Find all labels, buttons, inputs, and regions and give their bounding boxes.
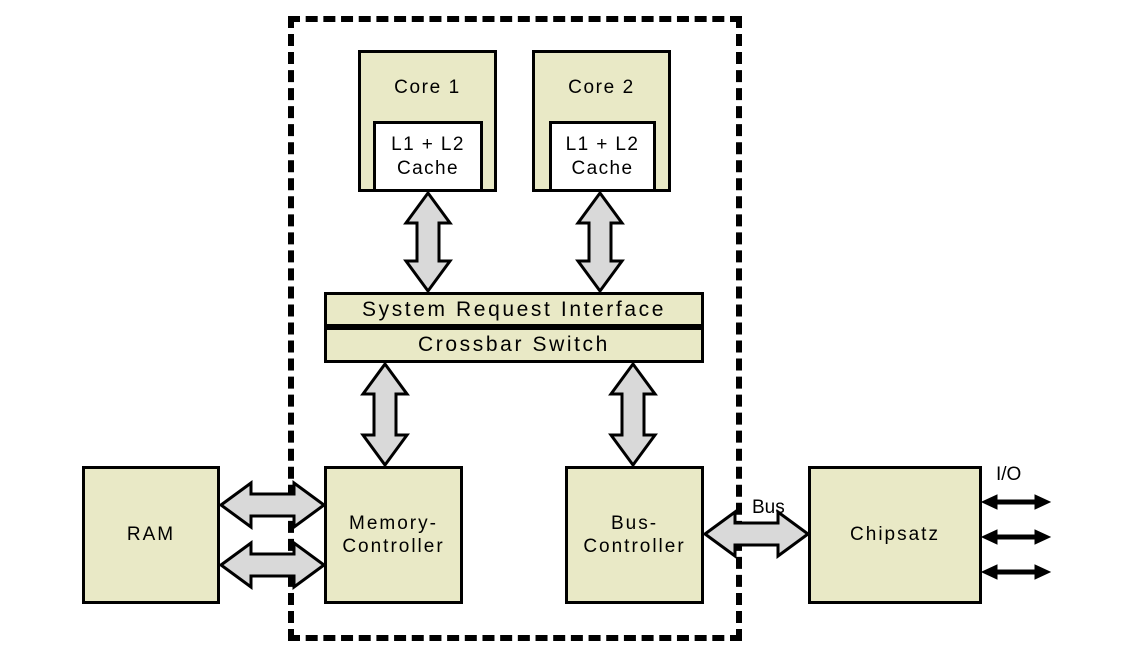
io-label: I/O xyxy=(996,464,1022,485)
core-2-cache-block[interactable]: L1 + L2 Cache xyxy=(549,121,656,192)
bus-label: Bus xyxy=(752,497,785,518)
chipset-label: Chipsatz xyxy=(850,524,940,546)
core-1-block[interactable]: Core 1 L1 + L2 Cache xyxy=(358,50,497,192)
memory-controller-block[interactable]: Memory- Controller xyxy=(324,466,463,604)
cpu-die-dashed-boundary xyxy=(288,16,742,641)
core-2-cache-label: L1 + L2 Cache xyxy=(565,134,640,179)
io-arrow-group xyxy=(980,494,1052,580)
core-2-block[interactable]: Core 2 L1 + L2 Cache xyxy=(532,50,671,192)
crossbar-switch-label: Crossbar Switch xyxy=(418,333,610,356)
core-1-label: Core 1 xyxy=(394,77,461,98)
chipset-block[interactable]: Chipsatz xyxy=(808,466,982,604)
core-1-cache-block[interactable]: L1 + L2 Cache xyxy=(373,121,483,192)
ram-label: RAM xyxy=(126,524,176,546)
bus-controller-label: Bus- Controller xyxy=(583,512,686,557)
system-request-interface-label: System Request Interface xyxy=(361,297,666,321)
system-request-interface-bar[interactable]: System Request Interface xyxy=(324,292,704,327)
bus-controller-block[interactable]: Bus- Controller xyxy=(565,466,704,604)
io-arrow-2 xyxy=(980,529,1052,545)
io-arrow-1 xyxy=(980,494,1052,510)
memory-controller-label: Memory- Controller xyxy=(342,512,445,557)
ram-block[interactable]: RAM xyxy=(82,466,220,604)
io-arrow-3 xyxy=(980,564,1052,580)
crossbar-switch-bar[interactable]: Crossbar Switch xyxy=(324,327,704,363)
core-2-label: Core 2 xyxy=(568,77,635,98)
core-1-cache-label: L1 + L2 Cache xyxy=(391,134,465,179)
